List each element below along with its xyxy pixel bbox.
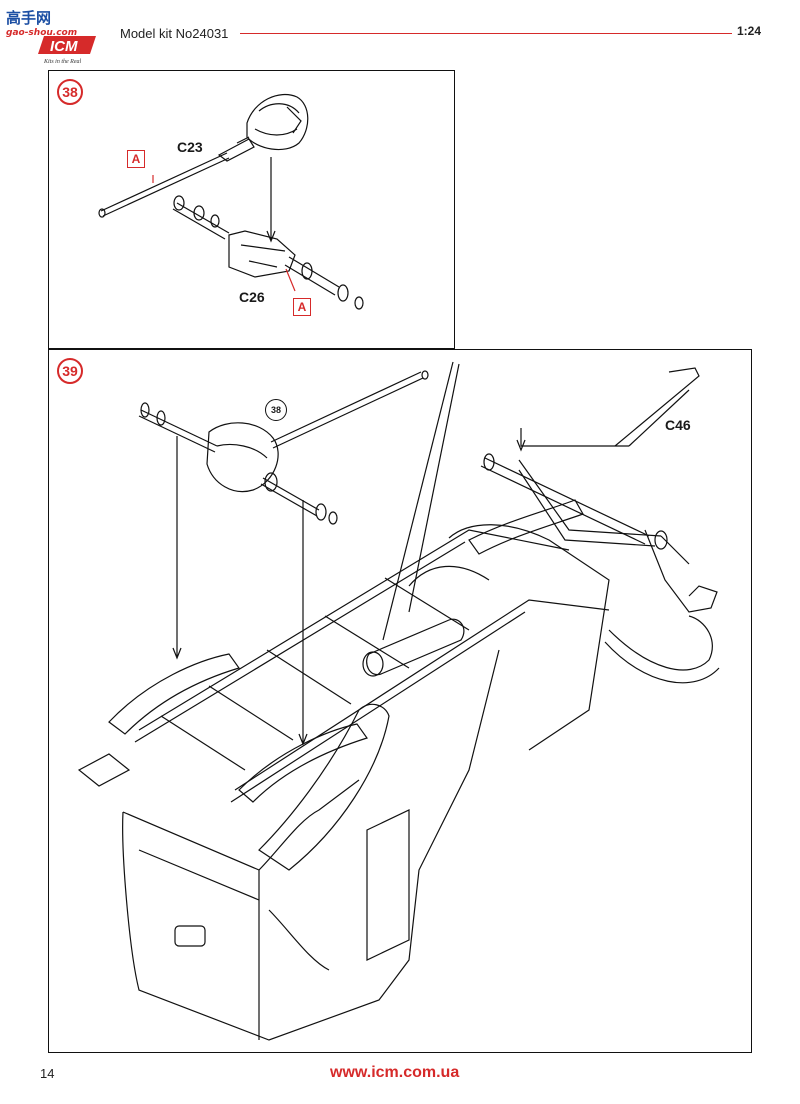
part-label-c26: C26 <box>239 289 265 305</box>
kit-title: Model kit No24031 <box>120 26 229 41</box>
driveshaft-part <box>98 138 255 218</box>
axle-housing-part <box>172 195 364 310</box>
rear-axle-subassembly <box>138 370 429 525</box>
part-label-c46: C46 <box>665 417 691 433</box>
step-number-badge: 38 <box>57 79 83 105</box>
attach-mark-a: A <box>127 150 145 168</box>
differential-cover-part <box>236 93 309 151</box>
rear-axle-assembly-drawing <box>98 93 364 310</box>
chassis-frame <box>77 499 720 1041</box>
logo-top-text: 高手网 <box>6 9 51 27</box>
logo-tagline: Kits in the Real <box>43 59 81 65</box>
icm-logo: 高手网 gao-shou.com ICM Kits in the Real <box>6 9 96 65</box>
website-link[interactable]: www.icm.com.ua <box>330 1064 460 1081</box>
step-39-panel: 39 <box>48 349 752 1053</box>
header-rule <box>240 33 732 34</box>
scale-label: 1:24 <box>737 24 762 38</box>
chassis-assembly-drawing <box>77 361 720 1041</box>
front-axle-subassembly <box>480 367 718 613</box>
attach-mark-a: A <box>293 298 311 316</box>
step-number-badge: 39 <box>57 358 83 384</box>
page-number: 14 <box>40 1066 55 1081</box>
part-label-c23: C23 <box>177 139 203 155</box>
logo-brand-text: ICM <box>50 38 78 55</box>
assembly-arrow <box>266 157 276 243</box>
step-38-panel: 38 <box>48 70 455 349</box>
subassembly-ref-38: 38 <box>265 399 287 421</box>
logo-site-text: gao-shou.com <box>6 28 77 38</box>
icm-wordmark: ICM <box>38 36 96 55</box>
